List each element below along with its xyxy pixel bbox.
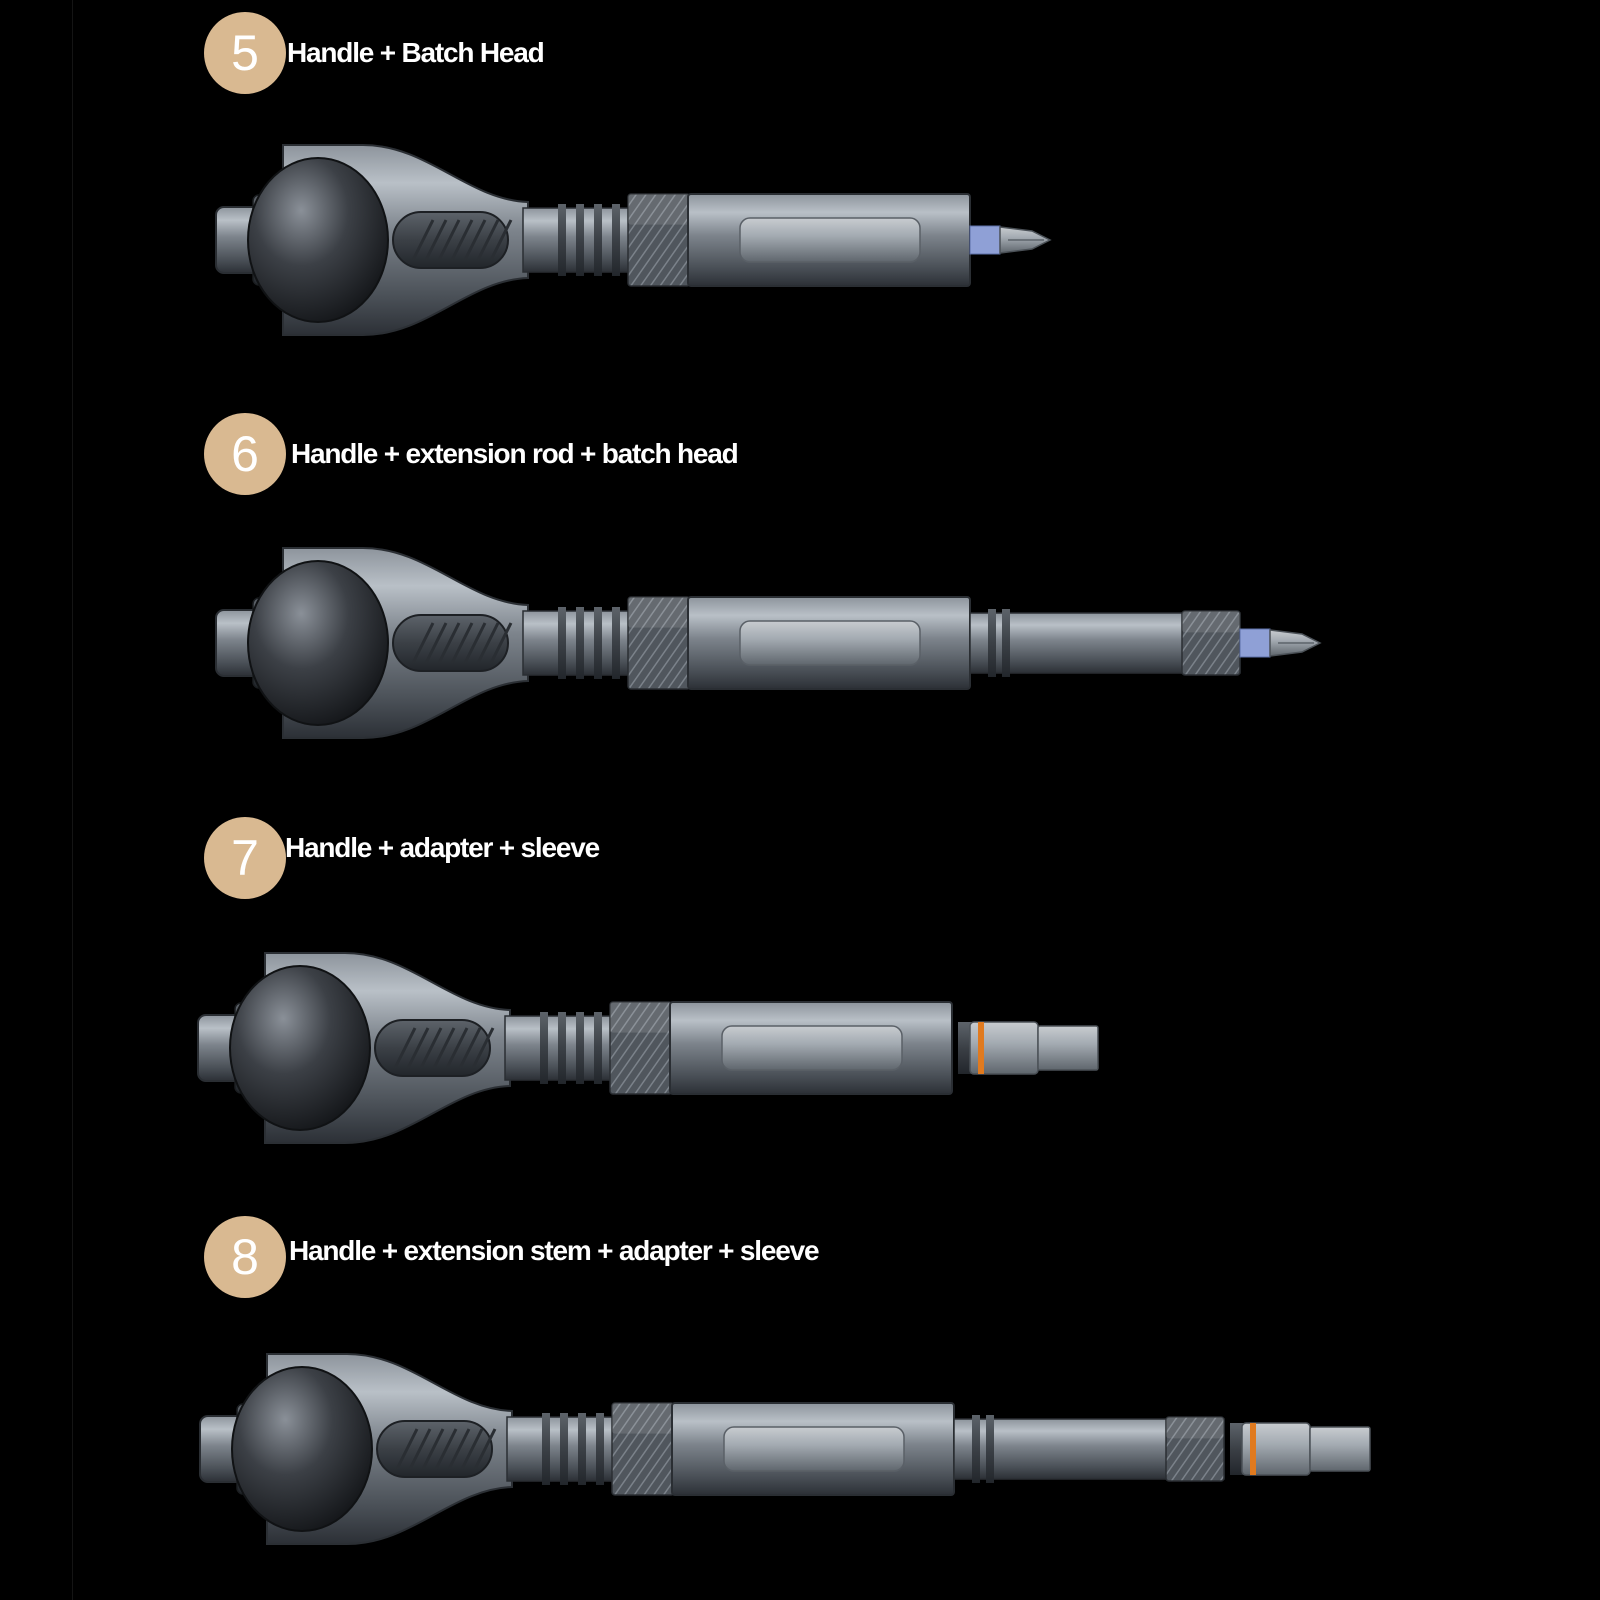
extension-knurl <box>1165 1416 1225 1482</box>
ratchet-ball <box>231 1366 373 1532</box>
tool-illustration <box>197 952 1099 1144</box>
left-edge-line <box>72 0 73 1600</box>
tool-illustration <box>215 547 1322 739</box>
number-badge: 5 <box>204 12 286 94</box>
tool-illustration <box>215 144 1052 336</box>
bit-collar <box>1239 628 1271 658</box>
adapter-ring <box>1250 1423 1256 1475</box>
tool-illustration <box>199 1353 1371 1545</box>
body-label-plate <box>739 620 921 666</box>
number-badge: 8 <box>204 1216 286 1298</box>
number-badge: 6 <box>204 413 286 495</box>
config-6: 6 Handle + extension rod + batch head <box>0 400 1600 800</box>
bit-collar <box>969 225 1001 255</box>
screwdriver-assembly <box>199 1353 1371 1545</box>
config-title: Handle + extension stem + adapter + slee… <box>289 1235 820 1266</box>
ratchet-ball <box>247 157 389 323</box>
config-title: Handle + extension rod + batch head <box>291 438 739 469</box>
ratchet-ball <box>229 965 371 1131</box>
body-label-plate <box>739 217 921 263</box>
socket-sleeve <box>1037 1025 1099 1071</box>
screwdriver-assembly <box>215 547 1322 739</box>
screwdriver-assembly <box>197 952 1099 1144</box>
number-badge: 7 <box>204 817 286 899</box>
body-label-plate <box>721 1025 903 1071</box>
config-title: Handle + adapter + sleeve <box>285 832 600 863</box>
socket-sleeve <box>1309 1426 1371 1472</box>
screwdriver-assembly <box>215 144 1052 336</box>
config-7: 7 Handle + adapter + sleeve <box>0 800 1600 1200</box>
adapter-ring <box>978 1022 984 1074</box>
body-label-plate <box>723 1426 905 1472</box>
config-5: 5 Handle + Batch Head <box>0 0 1600 400</box>
config-8: 8 Handle + extension stem + adapter + sl… <box>0 1200 1600 1600</box>
ratchet-ball <box>247 560 389 726</box>
config-title: Handle + Batch Head <box>287 37 545 68</box>
